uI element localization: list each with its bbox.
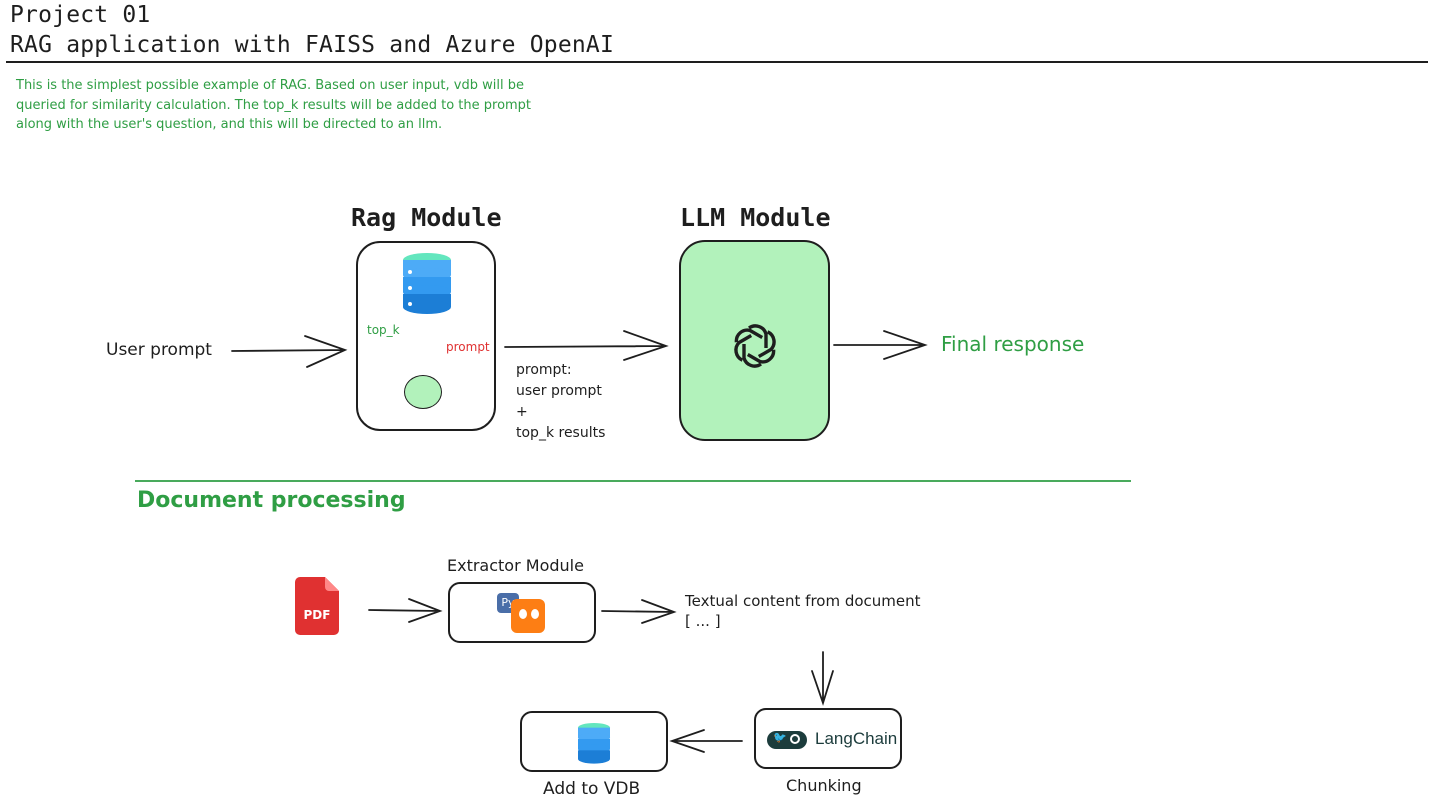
- arrow-rag-to-llm: [504, 330, 669, 361]
- add-to-vdb-label: Add to VDB: [543, 779, 641, 799]
- rag-module-box: [356, 241, 496, 431]
- prompt-payload: prompt: user prompt + top_k results: [516, 360, 605, 444]
- payload-line: prompt:: [516, 362, 572, 378]
- top-k-label: top_k: [367, 323, 400, 337]
- database-icon: [403, 253, 451, 314]
- arrow-pdf-to-extractor: [368, 598, 443, 623]
- extractor-module-box: Py: [448, 582, 596, 643]
- extractor-module-title: Extractor Module: [447, 556, 584, 575]
- chunking-label: Chunking: [786, 776, 862, 795]
- langchain-box: 🐦 LangChain: [754, 708, 902, 769]
- payload-line: top_k results: [516, 425, 606, 441]
- prompt-label: prompt: [446, 340, 490, 354]
- arrow-text-to-chunking: [811, 651, 834, 706]
- final-response-label: Final response: [941, 332, 1085, 356]
- langchain-logo-icon: 🐦: [767, 731, 807, 749]
- arrow-extractor-to-text: [601, 599, 677, 624]
- langchain-label: LangChain: [815, 729, 898, 748]
- arrow-user-to-rag: [231, 335, 348, 368]
- header-divider: [6, 61, 1428, 63]
- page-subtitle: RAG application with FAISS and Azure Ope…: [10, 32, 615, 58]
- textual-content-line1: Textual content from document: [685, 592, 921, 610]
- arrow-llm-to-final: [833, 330, 928, 360]
- document-processing-title: Document processing: [137, 488, 406, 513]
- query-node: [404, 375, 442, 409]
- openai-logo-icon: [734, 324, 776, 368]
- textual-content-line2: [ ... ]: [685, 612, 721, 630]
- llm-module-box: [679, 240, 830, 441]
- payload-line: +: [516, 404, 528, 420]
- pymupdf-icon: Py: [497, 593, 549, 635]
- rag-module-title: Rag Module: [351, 203, 502, 232]
- pdf-file-icon: PDF: [295, 577, 339, 635]
- database-icon: [578, 723, 610, 764]
- vdb-box: [520, 711, 668, 772]
- pdf-icon-text: PDF: [303, 608, 331, 622]
- intro-note: This is the simplest possible example of…: [16, 78, 532, 132]
- arrow-chunking-to-vdb: [669, 729, 743, 753]
- llm-module-title: LLM Module: [680, 203, 831, 232]
- payload-line: user prompt: [516, 383, 602, 399]
- page-title: Project 01: [10, 2, 151, 28]
- user-prompt-label: User prompt: [106, 340, 212, 360]
